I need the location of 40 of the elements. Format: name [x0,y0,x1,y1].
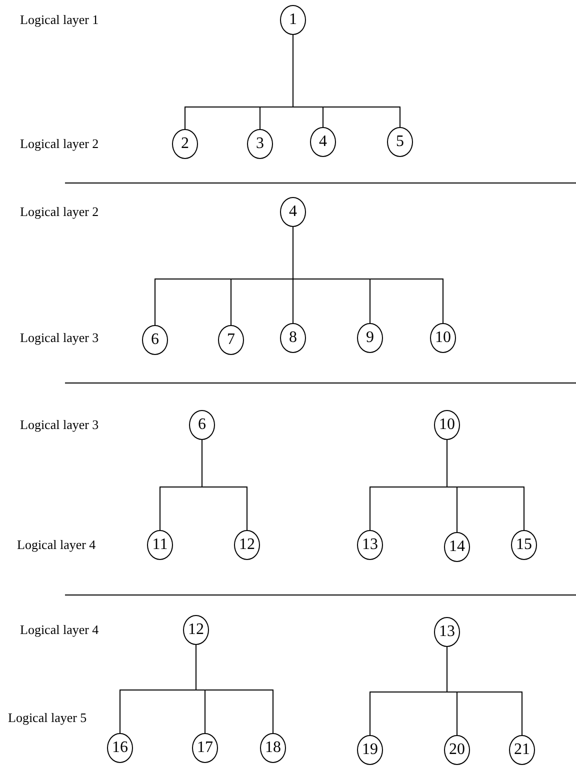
numbered-circle: 13 [434,617,460,647]
numbered-circle: 8 [280,323,306,353]
layer-label: Logical layer 2 [20,205,99,218]
numbered-circle: 15 [511,530,537,560]
numbered-circle: 4 [280,197,306,227]
numbered-circle: 13 [357,530,383,560]
numbered-circle: 16 [107,733,133,763]
layer-label: Logical layer 3 [20,331,99,344]
numbered-circle: 11 [147,530,173,560]
numbered-circle: 6 [142,325,168,355]
numbered-circle: 9 [357,323,383,353]
numbered-circle: 7 [218,325,244,355]
tree-connector [196,644,274,734]
numbered-circle: 1 [280,5,306,35]
tree-connector [292,34,400,128]
numbered-circle: 19 [357,735,383,765]
numbered-circle: 10 [434,410,460,440]
numbered-circle: 20 [444,735,470,765]
numbered-circle: 18 [260,733,286,763]
numbered-circle: 2 [172,129,198,159]
layer-label: Logical layer 1 [20,13,99,26]
numbered-circle: 21 [509,735,535,765]
numbered-circle: 12 [183,615,209,645]
tree-connector [446,646,522,736]
tree-connector [446,440,524,530]
numbered-circle: 12 [234,530,260,560]
numbered-circle: 6 [189,410,215,440]
layer-label: Logical layer 2 [20,137,99,150]
layer-label: Logical layer 4 [17,538,96,551]
tree-connector [202,440,248,530]
numbered-circle: 10 [430,323,456,353]
layer-label: Logical layer 3 [20,418,99,431]
numbered-circle: 3 [247,129,273,159]
numbered-circle: 14 [444,532,470,562]
tree-connector [292,226,444,324]
numbered-circle: 5 [387,127,413,157]
layer-label: Logical layer 5 [8,711,87,724]
numbered-circle: 4 [310,127,336,157]
layer-label: Logical layer 4 [20,623,99,636]
numbered-circle: 17 [192,733,218,763]
